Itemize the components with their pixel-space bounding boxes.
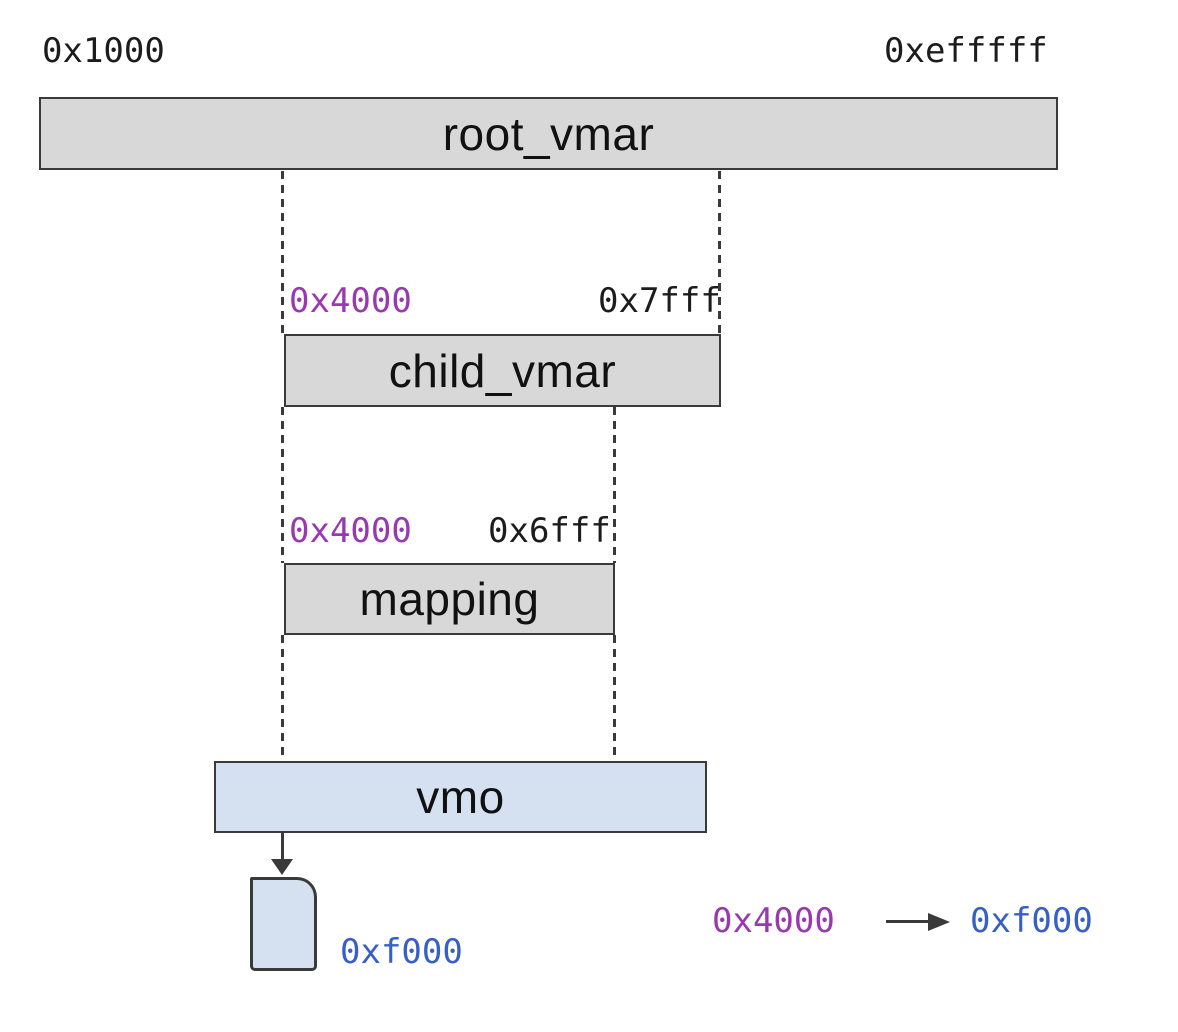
mapping-box: mapping [284, 563, 615, 635]
root-vmar-box: root_vmar [39, 97, 1058, 170]
mapping-start-address: 0x4000 [289, 511, 412, 551]
child-vmar-end-address: 0x7fff [598, 281, 721, 321]
translation-to-address: 0xf000 [970, 901, 1093, 941]
child-vmar-label: child_vmar [388, 344, 617, 397]
vmo-to-page-arrow-head-icon [271, 859, 293, 875]
dashed-guide-line-vmo-right [613, 635, 616, 761]
dashed-guide-line-vmo-left [281, 635, 284, 761]
page-address: 0xf000 [340, 932, 463, 972]
dashed-guide-line-mapping-right [613, 407, 616, 563]
page-shape [250, 877, 317, 971]
root-vmar-label: root_vmar [442, 107, 655, 160]
mapping-label: mapping [359, 573, 540, 625]
vmo-label: vmo [416, 771, 505, 823]
dashed-guide-line-child-left [281, 171, 284, 334]
root-vmar-start-address: 0x1000 [42, 31, 165, 71]
translation-arrow-head-icon [928, 913, 950, 931]
root-vmar-end-address: 0xefffff [884, 31, 1048, 71]
vmo-box: vmo [214, 761, 707, 833]
dashed-guide-line-child-right [718, 171, 721, 334]
vmo-to-page-arrow-line [281, 833, 284, 861]
translation-from-address: 0x4000 [712, 901, 835, 941]
dashed-guide-line-mapping-left [281, 407, 284, 563]
translation-arrow-line [886, 920, 930, 923]
child-vmar-start-address: 0x4000 [289, 281, 412, 321]
mapping-end-address: 0x6fff [488, 511, 611, 551]
child-vmar-box: child_vmar [284, 334, 721, 407]
